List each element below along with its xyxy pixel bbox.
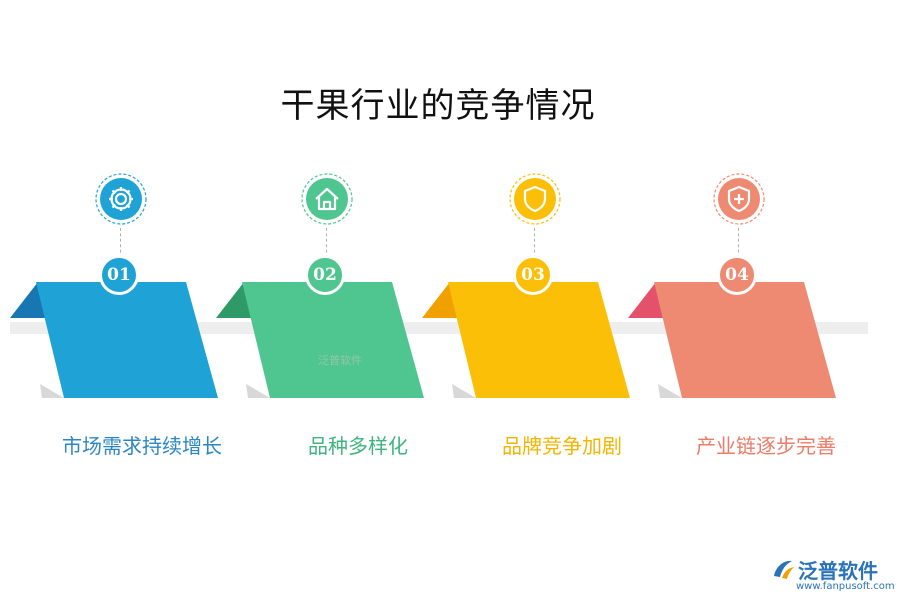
shield-plus-icon [712, 172, 766, 226]
connector-line [326, 228, 327, 258]
logo-name: 泛普软件 [798, 559, 878, 583]
step-number-badge: 01 [99, 255, 139, 295]
connector-line [120, 228, 121, 258]
step-label: 品牌竞争加剧 [502, 434, 622, 458]
step-number-badge: 04 [717, 255, 757, 295]
page-title: 干果行业的竞争情况 [280, 86, 596, 126]
shield-icon [508, 172, 562, 226]
step-label: 产业链逐步完善 [696, 434, 836, 458]
background-band [10, 322, 868, 334]
step-label: 品种多样化 [308, 434, 408, 458]
step-label: 市场需求持续增长 [62, 434, 222, 458]
connector-line [534, 228, 535, 258]
logo-url: www.fanpusoft.com [796, 581, 895, 592]
brand-logo: 泛普软件 www.fanpusoft.com [770, 553, 895, 597]
watermark: 泛普软件 [318, 354, 362, 367]
home-icon [300, 172, 354, 226]
gear-icon [94, 172, 148, 226]
connector-line [738, 228, 739, 258]
step-number-badge: 03 [513, 255, 553, 295]
step-number-badge: 02 [305, 255, 345, 295]
logo-icon [774, 560, 794, 579]
